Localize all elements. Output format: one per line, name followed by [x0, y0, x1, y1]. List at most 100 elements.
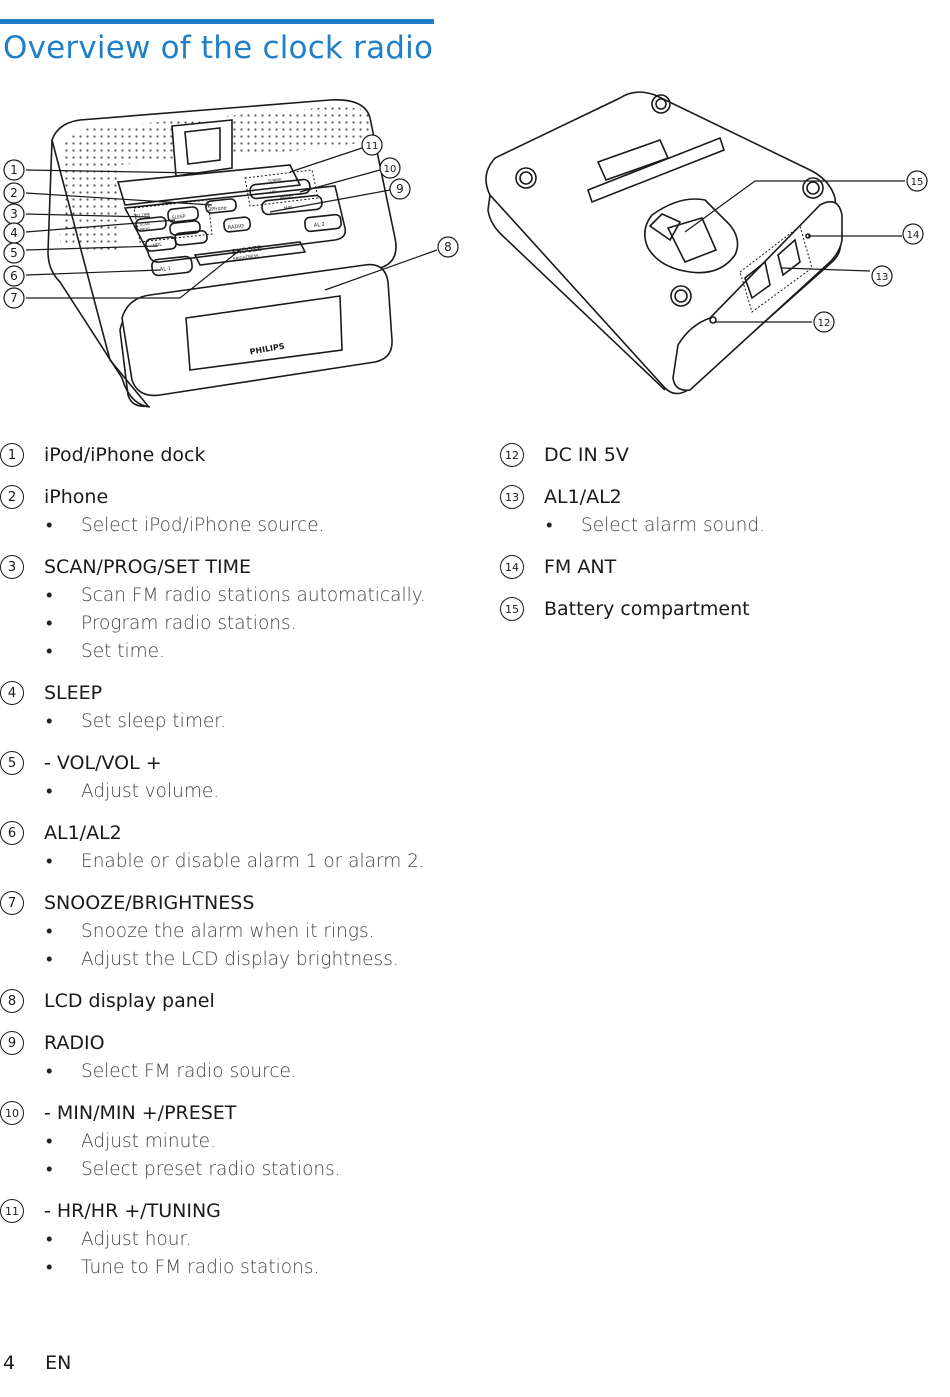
- bullet-dot: •: [46, 781, 53, 802]
- feature-bullet: •Select FM radio source.: [0, 1058, 470, 1086]
- bullet-text: Adjust volume.: [81, 781, 220, 802]
- callout-15: [906, 170, 928, 192]
- front-callouts: 1 2 3 4 5 6 7 8 9 10 11: [3, 134, 459, 309]
- bullet-text: Tune to FM radio stations.: [81, 1257, 320, 1278]
- bullet-dot: •: [46, 1229, 53, 1250]
- callout-7: [3, 287, 25, 309]
- bullet-dot: •: [46, 921, 53, 942]
- preset-label: PRESET: [280, 195, 295, 200]
- feature-item: 1 iPod/iPhone dock: [0, 440, 470, 470]
- bullet-text: Select preset radio stations.: [81, 1159, 341, 1180]
- front-grouping-marks: [133, 169, 319, 243]
- prog-label: PROG: [140, 227, 151, 232]
- callout-13-text: 13: [876, 272, 889, 283]
- feature-bullet: • Tune to FM radio stations.: [0, 1254, 470, 1282]
- vol-button-label: VOL: [153, 242, 163, 249]
- feature-number-badge: 3: [0, 555, 24, 579]
- feature-heading: 9 RADIO: [0, 1028, 470, 1058]
- feature-number-badge: 13: [500, 485, 524, 509]
- bullet-dot: •: [46, 1131, 53, 1152]
- feature-label: RADIO: [44, 1032, 105, 1054]
- feature-bullet: •Adjust minute.: [0, 1128, 470, 1156]
- callout-7-text: 7: [10, 291, 18, 305]
- feature-bullet: •Select iPod/iPhone source.: [0, 512, 470, 540]
- radio-button-label: RADIO: [228, 223, 245, 231]
- bullet-dot: •: [46, 1159, 53, 1180]
- sleep-button-label: SLEEP: [172, 214, 187, 221]
- bottom-view-drawing: [485, 91, 843, 395]
- callout-10-text: 10: [384, 164, 397, 175]
- callout-5-text: 5: [10, 246, 18, 260]
- page-footer: 4 EN: [3, 1352, 71, 1374]
- callout-14: [902, 223, 924, 245]
- feature-bullet: •Enable or disable alarm 1 or alarm 2.: [0, 848, 470, 876]
- feature-bullets: •Enable or disable alarm 1 or alarm 2.: [0, 848, 470, 876]
- feature-number-badge: 6: [0, 821, 24, 845]
- bullet-text: Scan FM radio stations automatically.: [81, 585, 426, 606]
- callout-2-text: 2: [10, 186, 18, 200]
- feature-bullets: •Adjust minute.•Select preset radio stat…: [0, 1128, 470, 1184]
- callout-9-text: 9: [396, 182, 404, 196]
- feature-item: 11- HR/HR +/TUNING•Adjust hour.•Tune to …: [0, 1196, 470, 1282]
- language-code: EN: [45, 1352, 72, 1374]
- scan-label: SCAN: [140, 222, 150, 227]
- feature-heading: 11- HR/HR +/TUNING: [0, 1196, 470, 1226]
- feature-bullets: •Select alarm sound.: [500, 512, 930, 540]
- left-feature-list: 1 iPod/iPhone dock 2 iPhone •Select iPod/iPh…: [0, 440, 470, 1294]
- feature-label: SNOOZE/BRIGHTNESS: [44, 892, 255, 914]
- callout-12: [813, 311, 835, 333]
- callout-1-text: 1: [10, 163, 18, 177]
- feature-heading: 6 AL1/AL2: [0, 818, 470, 848]
- bullet-dot: •: [46, 711, 53, 732]
- feature-label: AL1/AL2: [44, 822, 122, 844]
- feature-number-badge: 9: [0, 1031, 24, 1055]
- bullet-text: Set time.: [81, 641, 165, 662]
- feature-number-badge: 11: [0, 1199, 24, 1223]
- feature-item: 5- VOL/VOL + • Adjust volume.: [0, 748, 470, 806]
- callout-11: [361, 134, 383, 156]
- feature-label: iPhone: [44, 486, 109, 508]
- feature-label: iPod/iPhone dock: [44, 444, 206, 466]
- feature-number-badge: 2: [0, 485, 24, 509]
- feature-label: LCD display panel: [44, 990, 215, 1012]
- page-number: 4: [3, 1352, 16, 1374]
- title-rule: [0, 19, 434, 24]
- feature-bullets: • Adjust volume.: [0, 778, 470, 806]
- feature-bullet: • Select preset radio stations.: [0, 1156, 470, 1184]
- feature-number-badge: 10: [0, 1101, 24, 1125]
- feature-item: 6 AL1/AL2 •Enable or disable alarm 1 or al…: [0, 818, 470, 876]
- feature-bullet: •Program radio stations.: [0, 610, 470, 638]
- feature-bullet: •Snooze the alarm when it rings.: [0, 918, 470, 946]
- feature-bullets: •Snooze the alarm when it rings.•Adjust …: [0, 918, 470, 974]
- feature-bullet: •Set time.: [0, 638, 470, 666]
- brightness-label: BRIGHTNESS: [233, 253, 260, 262]
- feature-number-badge: 1: [0, 443, 24, 467]
- feature-bullet: • Scan FM radio stations automatically.: [0, 582, 470, 610]
- callout-6: [3, 265, 25, 287]
- feature-label: FM ANT: [544, 556, 617, 578]
- bullet-dot: •: [46, 1257, 53, 1278]
- bullet-dot: •: [46, 585, 53, 606]
- feature-bullet: •Adjust the LCD display brightness.: [0, 946, 470, 974]
- callout-5: [3, 242, 25, 264]
- feature-bullet: • Adjust volume.: [0, 778, 470, 806]
- callout-15-text: 15: [911, 177, 924, 188]
- feature-bullets: •Select FM radio source.: [0, 1058, 470, 1086]
- feature-heading: 5- VOL/VOL +: [0, 748, 470, 778]
- feature-label: DC IN 5V: [544, 444, 629, 466]
- callout-12-text: 12: [818, 318, 831, 329]
- feature-number-badge: 5: [0, 751, 24, 775]
- feature-bullets: • Scan FM radio stations automatically. •P…: [0, 582, 470, 666]
- feature-number-badge: 15: [500, 597, 524, 621]
- iphone-button-label: iPhone: [210, 205, 227, 213]
- hr-button-label: HR: [270, 189, 277, 196]
- feature-item: 2 iPhone •Select iPod/iPhone source.: [0, 482, 470, 540]
- feature-item: 10- MIN/MIN +/PRESET•Adjust minute.•Sele…: [0, 1098, 470, 1184]
